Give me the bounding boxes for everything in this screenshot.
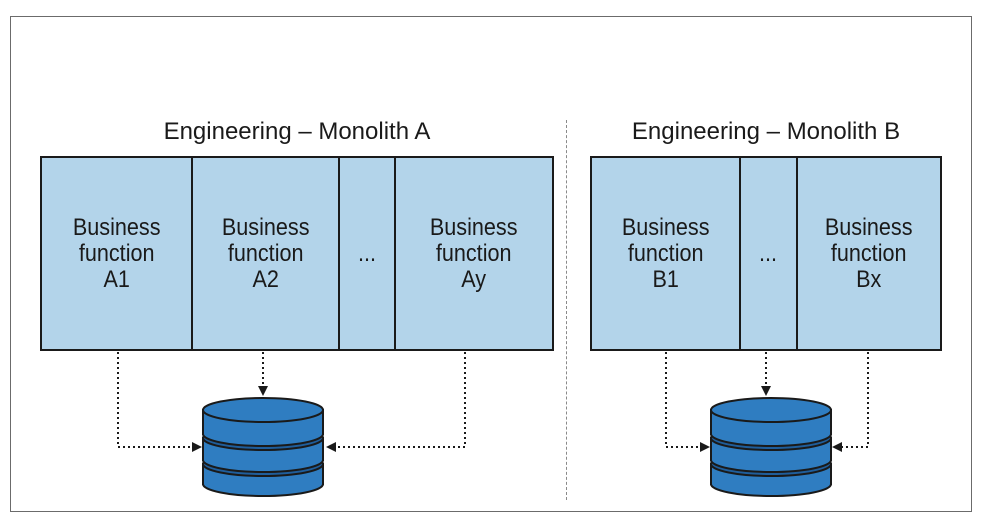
monolith-a: Business function A1 Business function A… xyxy=(40,156,554,351)
database-icon xyxy=(710,397,832,497)
ellipsis-label: ... xyxy=(357,239,376,267)
business-function-a1: Business function A1 xyxy=(42,158,191,349)
business-function-a2: Business function A2 xyxy=(191,158,338,349)
connector-bx-to-db-b xyxy=(832,352,869,452)
connector-ay-to-db-a xyxy=(326,352,466,452)
business-function-label: Business function A1 xyxy=(72,213,161,293)
business-function-b1: Business function B1 xyxy=(592,158,739,349)
business-function-ellipsis: ... xyxy=(338,158,394,349)
connector-a1-to-db-a xyxy=(117,352,202,452)
business-function-ay: Business function Ay xyxy=(394,158,552,349)
business-function-label: Business function Ay xyxy=(430,213,518,293)
group-title-monolith-a: Engineering – Monolith A xyxy=(163,118,431,145)
connector-b1-to-db-b xyxy=(665,352,710,452)
ellipsis-label: ... xyxy=(759,239,778,267)
monolith-b: Business function B1 ... Business functi… xyxy=(590,156,942,351)
business-function-label: Business function Bx xyxy=(825,213,913,293)
group-title-monolith-b: Engineering – Monolith B xyxy=(631,118,901,145)
section-divider xyxy=(566,120,567,500)
database-icon xyxy=(202,397,324,497)
business-function-label: Business function B1 xyxy=(621,213,710,293)
business-function-label: Business function A2 xyxy=(221,213,310,293)
business-function-ellipsis: ... xyxy=(739,158,796,349)
business-function-bx: Business function Bx xyxy=(796,158,940,349)
diagram-frame xyxy=(10,16,972,512)
